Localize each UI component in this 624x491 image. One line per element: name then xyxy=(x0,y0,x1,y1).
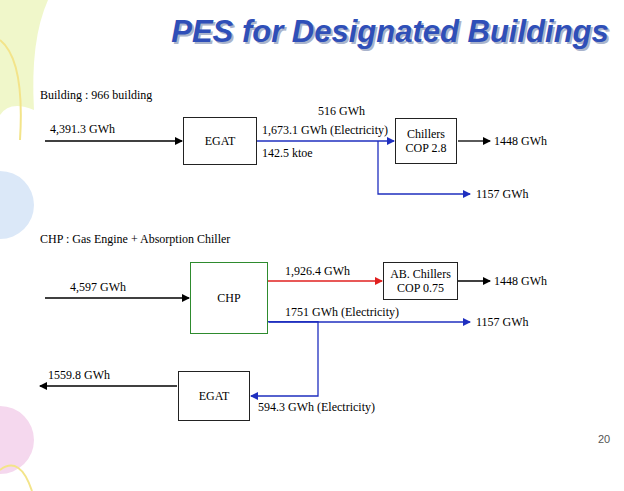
flow-arrow xyxy=(257,140,394,141)
flow-label: 1,673.1 GWh (Electricity) xyxy=(262,123,388,137)
flow-label: 4,391.3 GWh xyxy=(50,122,115,136)
flow-label: 1559.8 GWh xyxy=(48,368,110,382)
chiller-box: ChillersCOP 2.8 xyxy=(395,118,457,164)
flow-label: 594.3 GWh (Electricity) xyxy=(258,400,375,414)
page-number: 20 xyxy=(598,432,610,446)
static-arrows xyxy=(40,141,490,386)
chp-box: CHP xyxy=(190,262,268,334)
flow-label: 1,926.4 GWh xyxy=(285,264,350,278)
flow-label: 1157 GWh xyxy=(476,187,529,201)
node-text: EGAT xyxy=(205,134,236,148)
flow-label: Building : 966 building xyxy=(40,88,152,102)
flow-label: 1157 GWh xyxy=(476,315,529,329)
node-text: Chillers xyxy=(407,127,445,141)
node-text: AB. Chillers xyxy=(390,267,451,281)
utility-box: EGAT xyxy=(178,371,250,421)
node-text: COP 0.75 xyxy=(397,281,444,295)
flow-label: 4,597 GWh xyxy=(70,280,126,294)
flow-label: 516 GWh xyxy=(318,104,365,118)
flow-label: CHP : Gas Engine + Absorption Chiller xyxy=(40,232,230,246)
node-text: EGAT xyxy=(199,389,230,403)
flow-label: 142.5 ktoe xyxy=(262,146,313,160)
flow-label: 1448 GWh xyxy=(494,134,547,148)
slide-title: PES for Designated Buildings xyxy=(171,14,609,50)
utility-box: EGAT xyxy=(183,117,257,165)
node-text: COP 2.8 xyxy=(406,141,447,155)
chiller-box: AB. ChillersCOP 0.75 xyxy=(383,262,458,300)
flow-label: 1448 GWh xyxy=(494,274,547,288)
flow-arrow xyxy=(268,280,382,281)
node-text: CHP xyxy=(217,291,240,305)
flow-label: 1751 GWh (Electricity) xyxy=(285,305,399,319)
